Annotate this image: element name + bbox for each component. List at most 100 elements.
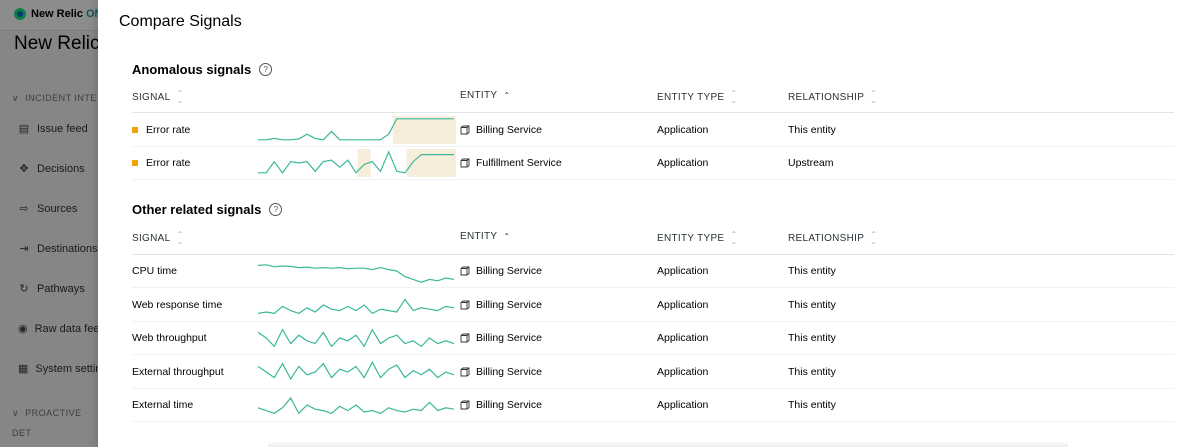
- signal-name[interactable]: Error rate: [132, 123, 190, 137]
- anomaly-swatch: [132, 160, 138, 166]
- entity-type: Application: [657, 157, 709, 169]
- relationship: This entity: [788, 332, 836, 344]
- column-header-relationship[interactable]: RELATIONSHIP⌃⌄: [788, 89, 878, 105]
- sort-ascending-icon: ⌃: [503, 91, 511, 100]
- entity-icon: [460, 300, 470, 309]
- sort-ascending-icon: ⌃: [503, 232, 511, 241]
- row-divider: [132, 387, 1174, 389]
- sidebar-item-issue-feed[interactable]: ▤Issue feed: [18, 123, 88, 135]
- sort-icon: ⌃⌄: [176, 89, 184, 105]
- anomaly-swatch: [132, 127, 138, 133]
- nav-section-incident[interactable]: ∨ INCIDENT INTE: [12, 93, 97, 103]
- sparkline-path: [257, 396, 455, 415]
- help-icon[interactable]: ?: [269, 203, 283, 216]
- sources-icon: ⇨: [19, 203, 29, 215]
- row-divider: [132, 421, 1174, 422]
- pathways-icon: ↻: [19, 283, 29, 295]
- signal-sparkline: [257, 328, 455, 348]
- entity-link[interactable]: Fulfillment Service: [460, 156, 562, 170]
- modal-backdrop[interactable]: [0, 0, 98, 447]
- relationship: This entity: [788, 399, 836, 411]
- entity-type: Application: [657, 399, 709, 411]
- entity-icon: [460, 400, 470, 410]
- entity-link[interactable]: Billing Service: [460, 331, 542, 345]
- sidebar-item-system-settings[interactable]: ▦System settin: [18, 363, 102, 375]
- entity-icon: [460, 333, 470, 343]
- signal-name[interactable]: Web response time: [132, 298, 223, 311]
- signal-sparkline: [258, 116, 456, 144]
- footer-shadow: [268, 441, 1068, 447]
- relationship: This entity: [788, 124, 836, 136]
- divider: [132, 112, 1174, 113]
- sparkline-path: [257, 360, 455, 380]
- compare-signals-modal: Compare Signals Anomalous signals ? SIGN…: [98, 0, 1200, 447]
- nav-section-proactive[interactable]: ∨ PROACTIVE DET: [12, 408, 82, 438]
- sparkline-path: [257, 297, 455, 314]
- signal-sparkline: [257, 396, 455, 415]
- sidebar-item-raw-data-feed[interactable]: ◉Raw data fee: [18, 323, 100, 335]
- row-divider: [132, 320, 1174, 322]
- sparkline-path: [258, 150, 454, 174]
- entity-icon: [460, 125, 470, 135]
- divider: [132, 254, 1174, 255]
- relationship: This entity: [788, 298, 836, 311]
- entity-type: Application: [657, 298, 709, 311]
- signal-sparkline: [257, 360, 455, 380]
- column-header-signal[interactable]: SIGNAL⌃⌄: [132, 89, 184, 105]
- entity-type: Application: [657, 265, 709, 277]
- column-header-signal[interactable]: SIGNAL⌃⌄: [132, 230, 184, 246]
- sort-icon: ⌃⌄: [730, 230, 738, 246]
- settings-icon: ▦: [18, 363, 29, 375]
- anomaly-band: [392, 116, 456, 144]
- entity-icon: [460, 158, 470, 168]
- entity-type: Application: [657, 365, 709, 378]
- brand-name: New Relic: [31, 8, 83, 20]
- sidebar-item-decisions[interactable]: ✥Decisions: [19, 163, 85, 175]
- sort-icon: ⌃⌄: [176, 230, 184, 246]
- sparkline-path: [257, 264, 455, 283]
- signal-name[interactable]: External throughput: [132, 365, 224, 378]
- entity-type: Application: [657, 124, 709, 136]
- entity-link[interactable]: Billing Service: [460, 365, 542, 379]
- entity-icon: [460, 367, 470, 376]
- sidebar-item-sources[interactable]: ⇨Sources: [19, 203, 78, 215]
- anomaly-band: [357, 149, 371, 177]
- row-divider: [132, 179, 1174, 180]
- entity-link[interactable]: Billing Service: [460, 123, 542, 137]
- sparkline-path: [257, 328, 455, 348]
- column-header-relationship[interactable]: RELATIONSHIP⌃⌄: [788, 230, 878, 246]
- row-divider: [132, 146, 1174, 147]
- signal-sparkline: [257, 297, 455, 314]
- column-header-entity-type[interactable]: ENTITY TYPE⌃⌄: [657, 230, 738, 246]
- destinations-icon: ⇥: [19, 243, 29, 255]
- signal-name[interactable]: Error rate: [132, 156, 190, 170]
- entity-link[interactable]: Billing Service: [460, 298, 542, 312]
- eye-icon: ◉: [18, 323, 28, 335]
- entity-link[interactable]: Billing Service: [460, 398, 542, 412]
- sidebar-item-pathways[interactable]: ↻Pathways: [19, 283, 85, 295]
- sidebar-nav: ∨ INCIDENT INTE ▤Issue feed ✥Decisions ⇨…: [0, 88, 102, 438]
- sort-icon: ⌃⌄: [870, 89, 878, 105]
- anomaly-band: [406, 149, 456, 177]
- entity-type: Application: [657, 332, 709, 344]
- sparkline-path: [258, 118, 454, 141]
- signal-sparkline: [257, 264, 455, 283]
- relationship: Upstream: [788, 157, 834, 169]
- feed-icon: ▤: [18, 123, 30, 135]
- modal-title: Compare Signals: [119, 13, 242, 30]
- sidebar-item-destinations[interactable]: ⇥Destinations: [19, 243, 98, 255]
- decisions-icon: ✥: [19, 163, 29, 175]
- help-icon[interactable]: ?: [259, 63, 273, 76]
- relationship: This entity: [788, 265, 836, 277]
- signal-name[interactable]: External time: [132, 399, 194, 411]
- entity-link[interactable]: Billing Service: [460, 264, 542, 278]
- row-divider: [132, 287, 1174, 288]
- column-header-entity[interactable]: ENTITY⌃: [460, 231, 511, 242]
- column-header-entity-type[interactable]: ENTITY TYPE⌃⌄: [657, 89, 738, 105]
- column-header-entity[interactable]: ENTITY⌃: [460, 90, 511, 101]
- signal-name[interactable]: CPU time: [132, 265, 177, 277]
- page-title: New Relic: [14, 33, 100, 54]
- sort-icon: ⌃⌄: [730, 89, 738, 105]
- signal-name[interactable]: Web throughput: [132, 332, 207, 344]
- related-signals-title: Other related signals ?: [132, 202, 283, 217]
